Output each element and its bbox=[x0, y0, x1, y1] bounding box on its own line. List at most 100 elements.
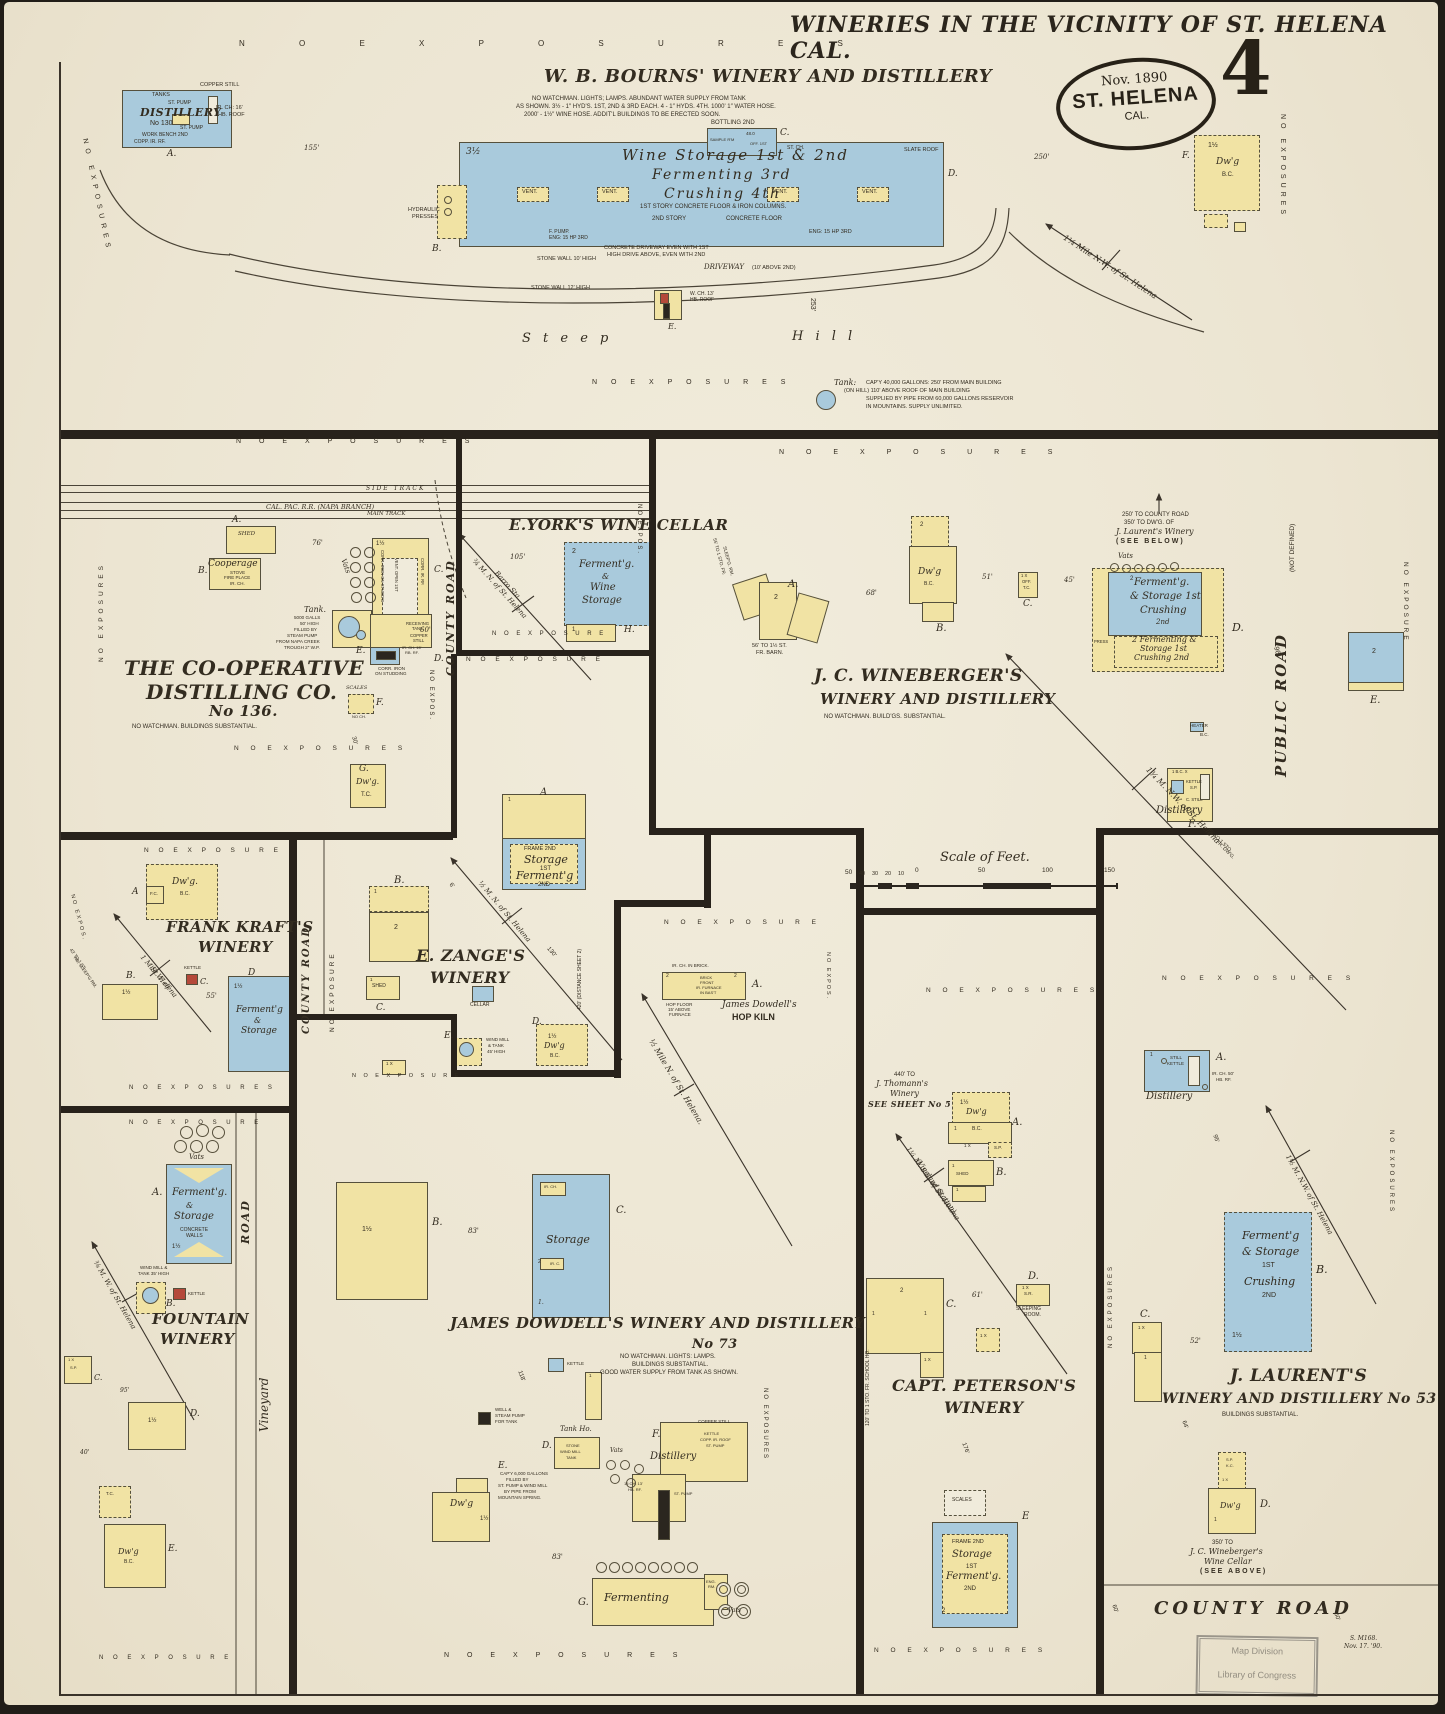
map-label: RM. bbox=[708, 1584, 716, 1589]
map-label: 250' TO COUNTY ROAD bbox=[1122, 512, 1189, 518]
building bbox=[102, 984, 158, 1020]
map-label: OFF. 1ST bbox=[750, 141, 768, 146]
map-label: 150 bbox=[1104, 867, 1115, 874]
map-label: 40' bbox=[80, 1449, 90, 1456]
building bbox=[478, 1412, 491, 1425]
map-label: 1½ bbox=[1208, 142, 1218, 149]
map-label: N O E X P O S U R E S bbox=[234, 745, 408, 752]
map-label: IR. FURNACE bbox=[696, 985, 722, 990]
map-label: 1 bbox=[572, 627, 576, 633]
map-label: E. bbox=[668, 322, 677, 331]
map-label: JAMES DOWDELL'S WINERY AND DISTILLERY bbox=[450, 1314, 866, 1332]
map-label: C. bbox=[616, 1205, 627, 1216]
map-label: 10 bbox=[898, 871, 905, 877]
map-label: T.C. bbox=[106, 1491, 115, 1496]
section-firewall bbox=[456, 650, 652, 656]
map-label: ⅜ M. W. of St. Helena bbox=[91, 1259, 138, 1331]
map-label: ROAD bbox=[239, 1199, 252, 1244]
map-border bbox=[59, 62, 61, 1696]
vat-or-tank-circle bbox=[174, 1140, 187, 1153]
map-label: 1 X bbox=[1222, 1477, 1229, 1482]
map-label: IN MOUNTAINS. SUPPLY UNLIMITED. bbox=[866, 404, 963, 410]
map-label: Distillery bbox=[1156, 805, 1203, 816]
map-label: 48.0 bbox=[746, 131, 755, 136]
map-label: 5000 GALLS bbox=[294, 615, 321, 620]
map-label: A. bbox=[167, 149, 177, 159]
map-label: Dw'g bbox=[118, 1547, 139, 1556]
building bbox=[1234, 222, 1246, 232]
map-label: Ferment'g. bbox=[172, 1187, 228, 1198]
map-label: STONE WALL 10' HIGH bbox=[537, 256, 596, 262]
map-label: KETTLE bbox=[567, 1361, 585, 1366]
vat-or-tank-circle bbox=[364, 562, 375, 573]
map-label: CAP'Y 40,000 GALLONS: 250' FROM MAIN BUI… bbox=[866, 380, 1002, 386]
map-label: SEE SHEET No 5 bbox=[868, 1099, 952, 1109]
map-label: ST. PUMP bbox=[674, 1491, 693, 1496]
section-firewall bbox=[291, 1014, 453, 1020]
map-label: CONCRETE bbox=[180, 1227, 209, 1233]
map-label: FURNACE bbox=[669, 1012, 691, 1017]
map-label: Tank. bbox=[304, 605, 327, 614]
section-firewall bbox=[289, 832, 297, 1696]
map-label: NO EXPOS. bbox=[428, 670, 434, 722]
map-label: IR. CH. bbox=[230, 581, 245, 586]
section-firewall bbox=[456, 430, 462, 654]
map-label: 15' ABOVE bbox=[668, 1007, 691, 1012]
map-label: IN BAS'T bbox=[700, 990, 717, 995]
map-label: S. M168. bbox=[1350, 1635, 1378, 1642]
map-label: B. bbox=[996, 1167, 1007, 1178]
map-label: NO EXPOSURES bbox=[1279, 114, 1286, 219]
map-label: DISTILLING CO. bbox=[146, 680, 338, 704]
map-label: 2 bbox=[666, 973, 669, 979]
map-label: WORK BENCH 2ND bbox=[142, 132, 188, 138]
map-label: 2 bbox=[1130, 576, 1134, 582]
map-label: ½ Mile N. of St. Helena. bbox=[647, 1037, 706, 1127]
map-label: CONCRETE FLOOR bbox=[726, 216, 783, 222]
vat-or-tank-circle bbox=[622, 1562, 633, 1573]
map-label: B. bbox=[432, 244, 442, 254]
building bbox=[540, 1182, 566, 1196]
building bbox=[1134, 1352, 1162, 1402]
vat-or-tank-circle bbox=[606, 1460, 616, 1470]
map-label: 2ND bbox=[538, 882, 551, 888]
vat-or-tank-circle bbox=[661, 1562, 672, 1573]
map-label: 55' bbox=[206, 992, 217, 1000]
map-label: WINERY bbox=[160, 1330, 235, 1348]
vat-or-tank-circle bbox=[356, 630, 366, 640]
building bbox=[437, 185, 467, 239]
map-label: STOVE bbox=[230, 570, 246, 575]
map-label: Vats bbox=[610, 1447, 623, 1454]
map-label: Crushing 4th bbox=[664, 186, 782, 202]
vat-or-tank-circle bbox=[716, 1582, 731, 1597]
map-label: 1¼ Mile N.W. of St. Helena bbox=[1061, 233, 1159, 301]
map-label: Ferment'g bbox=[516, 869, 574, 882]
vat-or-tank-circle bbox=[1146, 564, 1155, 573]
map-label: FRANK KRAFT'S bbox=[166, 918, 314, 936]
map-label: D. bbox=[1232, 621, 1244, 634]
vat-or-tank-circle bbox=[1158, 563, 1167, 572]
map-label: 1 X bbox=[980, 1333, 987, 1338]
vat-or-tank-circle bbox=[648, 1562, 659, 1573]
map-label: PUBLIC ROAD bbox=[1272, 633, 1290, 777]
vat-or-tank-circle bbox=[365, 592, 376, 603]
building bbox=[922, 602, 954, 622]
map-label: F. bbox=[652, 1429, 661, 1440]
map-label: 1½ bbox=[548, 1034, 557, 1040]
vat-or-tank-circle bbox=[1110, 563, 1119, 572]
map-label: S.P. bbox=[1190, 785, 1198, 790]
map-label: C. bbox=[946, 1299, 957, 1310]
map-label: MOUNTAIN SPRING. bbox=[498, 1495, 542, 1500]
map-label: 6' bbox=[447, 882, 456, 890]
map-label: N O E X P O S U R E S bbox=[239, 39, 869, 48]
map-label: ¾ M. N. of St. Helena bbox=[470, 557, 529, 621]
map-label: Fermenting bbox=[604, 1591, 669, 1604]
map-label: B. bbox=[198, 566, 208, 576]
map-label: BY PIPE FROM bbox=[504, 1489, 536, 1494]
section-firewall bbox=[61, 430, 1438, 439]
map-label: BUILDINGS SUBSTANTIAL. bbox=[1222, 1412, 1299, 1418]
building bbox=[1114, 636, 1218, 668]
map-label: 1 X bbox=[924, 1357, 931, 1362]
map-label: A. bbox=[752, 979, 763, 990]
map-label: Wine bbox=[590, 582, 616, 593]
map-label: SCALES bbox=[952, 1497, 972, 1503]
